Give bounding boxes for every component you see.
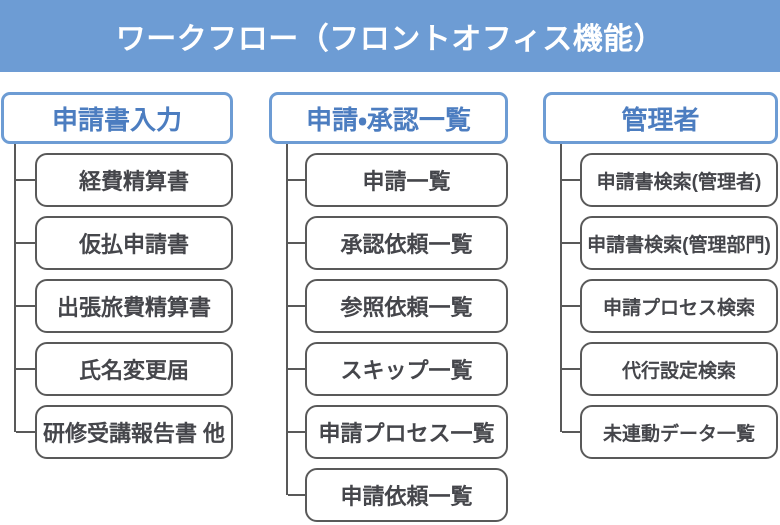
menu-box: 申請一覧 (288, 153, 508, 207)
menu-box: 申請依頼一覧 (288, 468, 508, 522)
menu-box: スキップ一覧 (288, 342, 508, 396)
category-header-label: 管理者 (621, 104, 700, 135)
menu-box: 申請プロセス検索 (562, 279, 778, 333)
menu-box-label: 仮払申請書 (78, 232, 189, 257)
menu-box: 承認依頼一覧 (288, 216, 508, 270)
menu-box: 代行設定検索 (562, 342, 778, 396)
column-application-input: 申請書入力 経費精算書 仮払申請書 出張旅費精算書 氏名変更届 研修受講報告書 … (1, 92, 233, 459)
category-header-request-approval-list: 申請・承認一覧 (269, 92, 508, 144)
menu-box-label: 申請プロセス検索 (602, 297, 755, 319)
menu-box: 出張旅費精算書 (16, 279, 233, 333)
menu-box: 未連動データ一覧 (562, 405, 778, 459)
category-header-label: 申請・承認一覧 (306, 104, 471, 135)
menu-box-label: スキップ一覧 (340, 358, 473, 383)
menu-box-label: 出張旅費精算書 (56, 295, 211, 320)
menu-box-label: 氏名変更届 (78, 358, 189, 383)
page-title: ワークフロー（フロントオフィス機能） (115, 23, 665, 56)
menu-box: 申請書検索(管理者) (562, 153, 778, 207)
menu-box: 経費精算書 (16, 153, 233, 207)
connector-trunk-line (14, 144, 16, 432)
connector-trunk-line (286, 144, 288, 495)
menu-box-label: 未連動データ一覧 (602, 423, 755, 445)
menu-box-label: 承認依頼一覧 (340, 232, 473, 257)
menu-box-label: 申請書検索(管理者) (596, 171, 762, 193)
menu-box-label: 申請依頼一覧 (340, 484, 473, 509)
menu-box: 研修受講報告書 他 (16, 405, 233, 459)
column-administrator: 管理者 申請書検索(管理者) 申請書検索(管理部門) 申請プロセス検索 代行設定… (543, 92, 778, 459)
menu-box: 氏名変更届 (16, 342, 233, 396)
category-header-application-input: 申請書入力 (1, 92, 233, 144)
menu-box: 仮払申請書 (16, 216, 233, 270)
menu-box: 申請書検索(管理部門) (562, 216, 778, 270)
category-header-administrator: 管理者 (543, 92, 778, 144)
menu-box-label: 申請プロセス一覧 (318, 421, 495, 446)
menu-item-list: 経費精算書 仮払申請書 出張旅費精算書 氏名変更届 研修受講報告書 他 (16, 153, 233, 459)
menu-box-label: 研修受講報告書 他 (42, 421, 226, 446)
category-header-label: 申請書入力 (51, 104, 182, 135)
menu-box-label: 参照依頼一覧 (340, 295, 473, 320)
menu-item-list: 申請書検索(管理者) 申請書検索(管理部門) 申請プロセス検索 代行設定検索 未… (562, 153, 778, 459)
menu-box-label: 代行設定検索 (621, 360, 736, 382)
menu-item-list: 申請一覧 承認依頼一覧 参照依頼一覧 スキップ一覧 申請プロセス一覧 申請依頼一… (288, 153, 508, 522)
title-bar: ワークフロー（フロントオフィス機能） (0, 0, 780, 72)
column-request-approval-list: 申請・承認一覧 申請一覧 承認依頼一覧 参照依頼一覧 スキップ一覧 申請プロセス… (269, 92, 508, 522)
menu-box-label: 申請一覧 (362, 169, 451, 194)
menu-box-label: 申請書検索(管理部門) (587, 234, 771, 256)
menu-box: 申請プロセス一覧 (288, 405, 508, 459)
menu-box-label: 経費精算書 (78, 169, 189, 194)
connector-trunk-line (560, 144, 562, 432)
menu-box: 参照依頼一覧 (288, 279, 508, 333)
